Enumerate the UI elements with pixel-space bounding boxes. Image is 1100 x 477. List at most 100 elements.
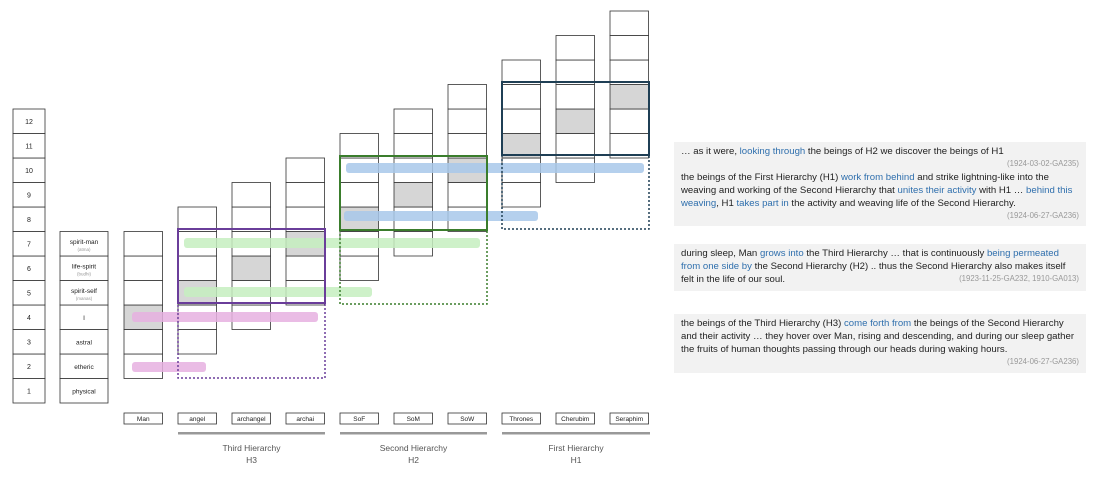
quote-text: with H1 … <box>976 185 1027 196</box>
level-number: 1 <box>27 388 31 395</box>
blue-band-upper <box>346 163 644 173</box>
being-cell <box>555 59 595 85</box>
level-label: spirit-man <box>70 239 99 246</box>
being-cell <box>609 10 649 36</box>
being-cell <box>555 133 595 159</box>
being-cell <box>609 35 649 61</box>
being-label: Seraphim <box>615 416 643 423</box>
being-cell <box>609 133 649 159</box>
being-cell <box>177 255 217 281</box>
hierarchy-diagram: 123456789101112physicalethericastralIspi… <box>12 10 650 465</box>
being-cell <box>177 329 217 355</box>
being-cell <box>285 206 325 232</box>
hierarchy-code: H1 <box>571 455 582 465</box>
quote-reference: (1924-06-27-GA236) <box>1007 211 1079 220</box>
quote-work-from-behind: the beings of the First Hierarchy (H1) w… <box>674 168 1086 226</box>
highlighted-phrase: looking through <box>739 146 806 157</box>
quote-text: the beings of the Second Hierarchy and t… <box>681 318 1075 355</box>
highlighted-phrase: unites their activity <box>897 185 977 196</box>
being-cell <box>501 108 541 134</box>
being-cell <box>123 255 163 281</box>
being-label-box <box>339 412 379 425</box>
being-label: SoM <box>407 416 420 423</box>
quote-looking-through: … as it were, looking through the beings… <box>674 142 1086 168</box>
quote-reference: (1924-03-02-GA235) <box>1007 159 1079 168</box>
being-cell <box>123 280 163 306</box>
hierarchy-name: First Hierarchy <box>548 443 604 453</box>
quote-during-sleep: during sleep, Man grows into the Third H… <box>674 244 1086 291</box>
quote-reference: (1923-11-25-GA232, 1910-GA013) <box>959 274 1079 283</box>
level-label: life-spirit <box>72 263 96 270</box>
quote-text: and strike lightning-like into the weavi… <box>681 172 1049 196</box>
being-label-box <box>285 412 325 425</box>
being-label: SoW <box>460 416 475 423</box>
hierarchy-name: Third Hierarchy <box>222 443 281 453</box>
level-number: 10 <box>25 168 33 175</box>
being-cell <box>231 206 271 232</box>
highlighted-phrase: come forth from <box>844 318 912 329</box>
level-cell <box>12 206 46 232</box>
hierarchy-name: Second Hierarchy <box>380 443 448 453</box>
green-band-upper <box>184 238 480 248</box>
level-number: 9 <box>27 192 31 199</box>
being-label: Cherubim <box>561 416 589 423</box>
being-label: archangel <box>237 416 266 423</box>
level-number: 2 <box>27 364 31 371</box>
being-cell <box>501 59 541 85</box>
being-cell <box>501 182 541 208</box>
quote-text: during sleep, Man <box>681 248 760 259</box>
pink-band-upper <box>132 312 318 322</box>
being-cell <box>123 329 163 355</box>
level-label: astral <box>76 339 92 346</box>
level-cell <box>12 280 46 306</box>
level-cell <box>12 157 46 183</box>
level-label-cell <box>59 231 109 257</box>
quote-text: the Second Hierarchy (H2) .. thus the Se… <box>681 261 1066 285</box>
hierarchy-bar <box>340 432 487 435</box>
being-cell <box>447 182 487 208</box>
highlighted-phrase: work from behind <box>840 172 915 183</box>
being-cell <box>447 84 487 110</box>
hierarchy-bar <box>178 432 325 435</box>
level-cell <box>12 108 46 134</box>
level-cell <box>12 378 46 404</box>
level-label-cell <box>59 378 109 404</box>
hierarchy-bar <box>502 432 650 435</box>
being-cell <box>393 182 433 208</box>
being-cell <box>231 182 271 208</box>
level-cell <box>12 353 46 379</box>
highlighted-phrase: behind this weaving <box>681 185 1073 209</box>
being-label-box <box>501 412 541 425</box>
being-cell <box>123 231 163 257</box>
blue-band-lower <box>344 211 538 221</box>
level-label-cell <box>59 280 109 306</box>
quote-text: … as it were, <box>681 146 740 157</box>
quote-come-forth-from: the beings of the Third Hierarchy (H3) c… <box>674 314 1086 373</box>
quote-text: , H1 <box>716 198 737 209</box>
being-label-box <box>447 412 487 425</box>
quote-text: the beings of the Third Hierarchy (H3) <box>681 318 844 329</box>
level-number: 4 <box>27 315 31 322</box>
being-label-box <box>231 412 271 425</box>
quote-text: the activity and weaving life of the Sec… <box>788 198 1016 209</box>
level-number: 6 <box>27 266 31 273</box>
being-cell <box>285 182 325 208</box>
level-cell <box>12 182 46 208</box>
highlighted-phrase: grows into <box>759 248 804 259</box>
being-label: Man <box>137 416 150 423</box>
h1-frame-dotted <box>501 154 650 230</box>
being-cell <box>447 108 487 134</box>
being-cell <box>609 108 649 134</box>
being-cell <box>285 255 325 281</box>
highlighted-phrase: takes part in <box>736 198 789 209</box>
being-label-box <box>609 412 649 425</box>
being-cell <box>393 133 433 159</box>
being-cell <box>555 35 595 61</box>
being-label: angel <box>189 416 205 423</box>
level-sublabel: (manas) <box>76 296 93 301</box>
level-number: 12 <box>25 119 33 126</box>
level-cell <box>12 133 46 159</box>
being-cell <box>339 255 379 281</box>
hierarchy-code: H3 <box>246 455 257 465</box>
quote-text: the beings of the First Hierarchy (H1) <box>681 172 841 183</box>
